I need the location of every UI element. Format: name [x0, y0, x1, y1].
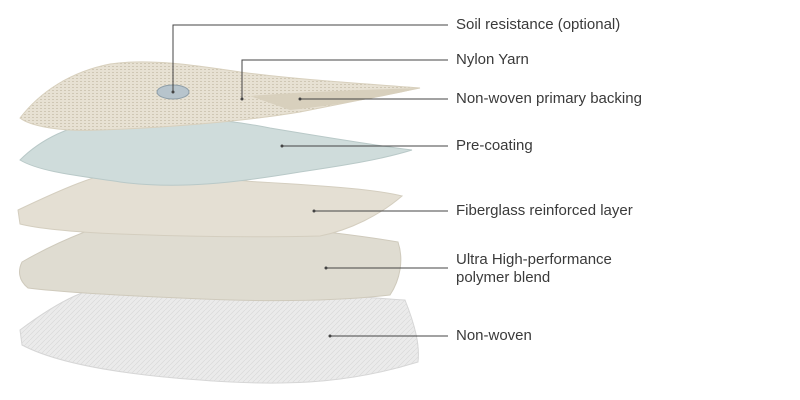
label-non-woven: Non-woven	[456, 327, 532, 344]
label-ultra-line1: Ultra High-performance	[456, 251, 612, 268]
label-fiberglass: Fiberglass reinforced layer	[456, 202, 633, 219]
label-pre-coating: Pre-coating	[456, 137, 533, 154]
label-ultra-line2: polymer blend	[456, 269, 551, 286]
label-nylon-yarn: Nylon Yarn	[456, 51, 529, 68]
label-primary-backing: Non-woven primary backing	[456, 90, 642, 107]
leader-lines	[172, 24, 448, 337]
label-soil-resistance: Soil resistance (optional)	[456, 16, 621, 33]
